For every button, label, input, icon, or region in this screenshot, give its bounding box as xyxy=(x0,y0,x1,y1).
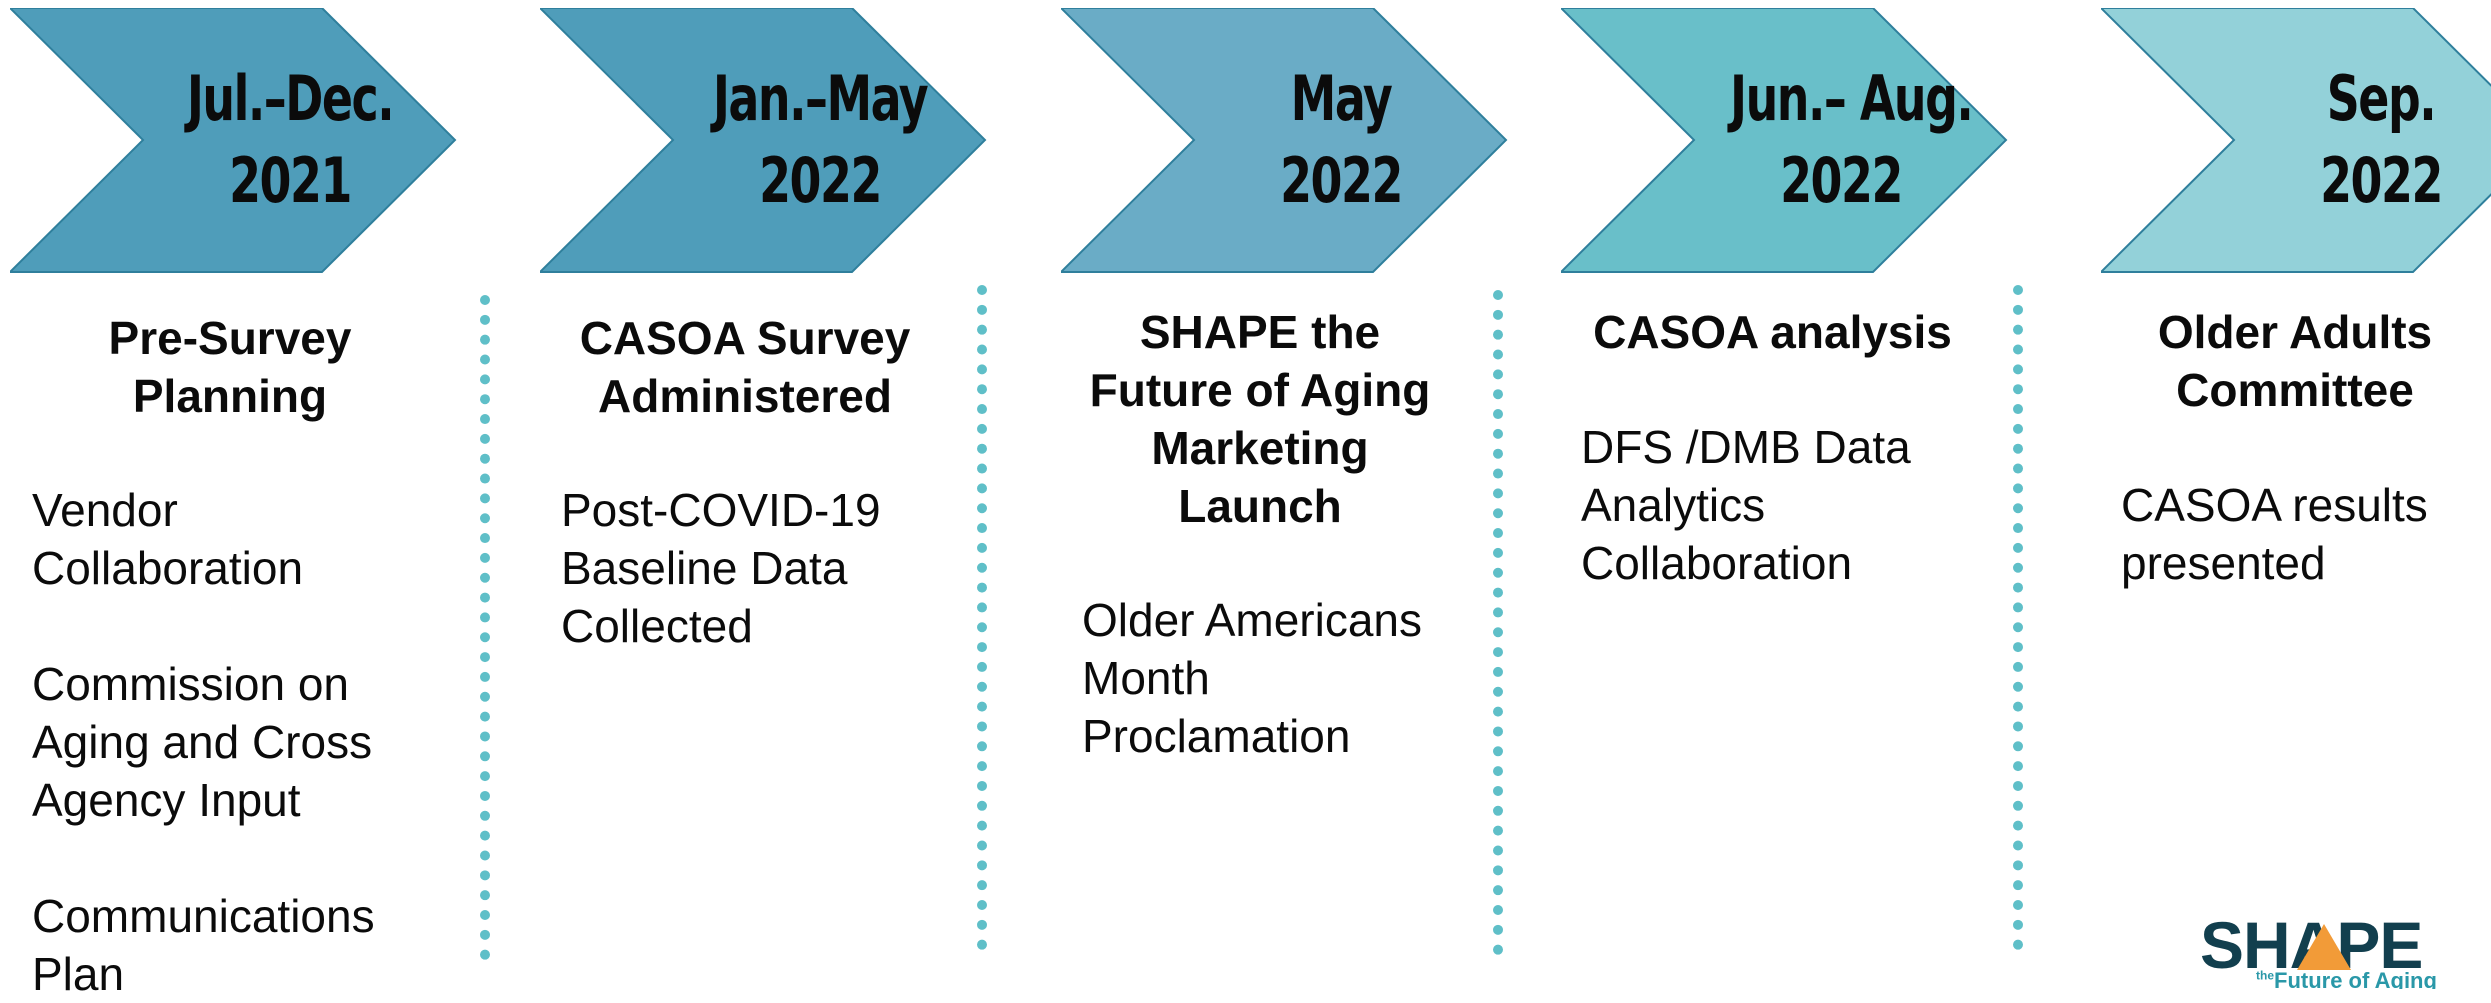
column-divider xyxy=(977,285,987,950)
column-title-shape-marketing-launch: SHAPE the Future of Aging Marketing Laun… xyxy=(1055,303,1465,535)
body-line: Agency Input xyxy=(32,774,301,826)
chevron-date-year: 2022 xyxy=(2320,144,2443,217)
chevron-date: Jun.– Aug. 2022 xyxy=(1730,58,1974,222)
body-line: Aging and Cross xyxy=(32,716,373,768)
chevron-date-year: 2021 xyxy=(229,144,352,217)
column-title-line: Older Adults xyxy=(2157,306,2433,358)
column-title-pre-survey-planning: Pre-Survey Planning xyxy=(20,309,440,425)
chevron-date: Sep. 2022 xyxy=(2270,58,2491,222)
chevron-date: May 2022 xyxy=(1230,58,1452,222)
body-line: Collected xyxy=(561,600,753,652)
column-title-line: Pre-Survey xyxy=(108,312,352,364)
column-title-line: SHAPE the xyxy=(1139,306,1381,358)
body-line: DFS /DMB Data xyxy=(1581,421,1911,473)
chevron-arrow-shape xyxy=(540,8,987,273)
logo-triangle-icon xyxy=(2297,924,2351,970)
column-body-pre-survey-planning: Vendor Collaboration Commission on Aging… xyxy=(32,481,375,1003)
chevron-jun-aug-2022: Jun.– Aug. 2022 xyxy=(1561,8,2021,273)
body-line: Communications xyxy=(32,890,375,942)
logo-tagline-text: Future of Aging xyxy=(2274,968,2437,989)
chevron-arrow-shape xyxy=(1561,8,2008,273)
column-divider xyxy=(480,295,490,960)
chevron-date-year: 2022 xyxy=(1780,144,1903,217)
column-title-casoa-survey-administered: CASOA Survey Administered xyxy=(540,309,950,425)
column-divider xyxy=(2013,285,2023,950)
logo-tagline-prefix: the xyxy=(2256,968,2274,983)
column-body-casoa-analysis: DFS /DMB Data Analytics Collaboration xyxy=(1581,418,1911,592)
chevron-date-period: May xyxy=(1290,62,1393,135)
column-title-older-adults-committee: Older Adults Committee xyxy=(2110,303,2480,419)
column-title-line: Launch xyxy=(1178,480,1342,532)
chevron-date-period: Jan.–May xyxy=(712,62,929,135)
chevron-arrow-shape xyxy=(1061,8,1508,273)
shape-logo: SHAPE theFuture of Aging xyxy=(2200,916,2440,989)
body-line: Proclamation xyxy=(1082,710,1351,762)
chevron-jul-dec-2021: Jul.–Dec. 2021 xyxy=(10,8,470,273)
column-title-line: Planning xyxy=(132,370,328,422)
chevron-date-year: 2022 xyxy=(759,144,882,217)
chevron-sep-2022: Sep. 2022 xyxy=(2101,8,2491,273)
chevron-date-year: 2022 xyxy=(1280,144,1403,217)
column-title-casoa-analysis: CASOA analysis xyxy=(1560,303,1985,361)
chevron-date: Jan.–May 2022 xyxy=(709,58,931,222)
chevron-may-2022: May 2022 xyxy=(1061,8,1521,273)
body-line: Collaboration xyxy=(1581,537,1853,589)
body-line: presented xyxy=(2121,537,2326,589)
column-body-casoa-survey-administered: Post-COVID-19 Baseline Data Collected xyxy=(561,481,881,655)
chevron-arrow-shape xyxy=(2101,8,2491,273)
body-line: Older Americans xyxy=(1082,594,1423,646)
chevron-date-period: Jul.–Dec. xyxy=(186,62,395,135)
chevron-date-period: Jun.– Aug. xyxy=(1730,62,1974,135)
chevron-date: Jul.–Dec. 2021 xyxy=(179,58,401,222)
column-title-line: Marketing xyxy=(1151,422,1369,474)
column-divider xyxy=(1493,290,1503,955)
chevron-arrow-shape xyxy=(10,8,457,273)
body-line: Post-COVID-19 xyxy=(561,484,881,536)
column-title-line: Committee xyxy=(2176,364,2414,416)
body-line: Analytics xyxy=(1581,479,1766,531)
body-line: Commission on xyxy=(32,658,349,710)
body-line: Vendor xyxy=(32,484,178,536)
body-line: Baseline Data xyxy=(561,542,848,594)
body-line: Plan xyxy=(32,948,125,1000)
column-body-shape-marketing-launch: Older Americans Month Proclamation xyxy=(1082,591,1422,765)
column-title-line: Future of Aging xyxy=(1089,364,1431,416)
chevron-jan-may-2022: Jan.–May 2022 xyxy=(540,8,1000,273)
logo-tagline: theFuture of Aging xyxy=(2256,968,2437,989)
body-line: CASOA results xyxy=(2121,479,2428,531)
chevron-date-period: Sep. xyxy=(2326,62,2437,135)
column-body-older-adults-committee: CASOA results presented xyxy=(2121,476,2428,592)
column-title-line: CASOA Survey xyxy=(579,312,911,364)
column-title-line: Administered xyxy=(598,370,892,422)
body-line: Collaboration xyxy=(32,542,304,594)
column-title-line: CASOA analysis xyxy=(1593,306,1952,358)
body-line: Month xyxy=(1082,652,1210,704)
